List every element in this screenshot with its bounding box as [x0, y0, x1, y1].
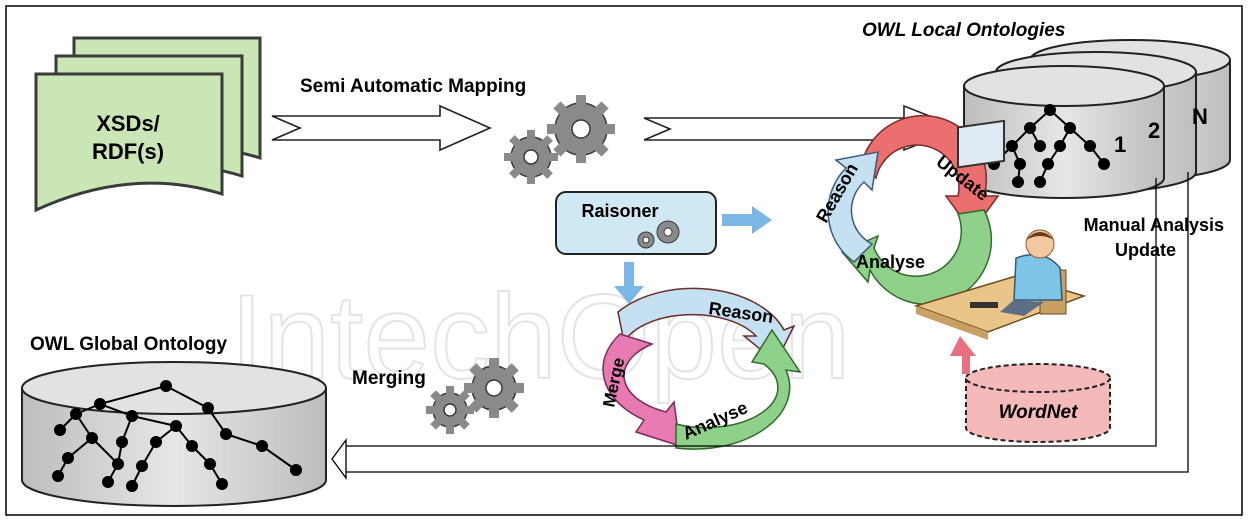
local-ontology-tree-icon	[988, 104, 1110, 188]
global-ontology-title: OWL Global Ontology	[30, 334, 227, 355]
manual-label-1: Manual Analysis	[1084, 215, 1224, 235]
analyse-arrow-segment	[840, 209, 993, 306]
return-line-inner	[346, 178, 1157, 447]
wordnet-db	[965, 363, 1111, 443]
mapping-input-arrow	[271, 104, 492, 152]
manual-label-2: Update	[1115, 240, 1176, 260]
reason-arrow-segment	[827, 151, 879, 263]
return-arrow-head	[331, 438, 347, 480]
documents-label-2: RDF(s)	[92, 139, 164, 164]
global-ontology-db	[21, 361, 327, 507]
merge-cycle	[602, 287, 802, 450]
xsd-rdf-documents	[34, 36, 262, 213]
merge-reason-segment	[617, 287, 796, 364]
merging-label: Merging	[352, 368, 426, 389]
wordnet-label: WordNet	[999, 402, 1078, 423]
local-ontology-label-2: 2	[1148, 118, 1160, 143]
mapping-label: Semi Automatic Mapping	[300, 76, 526, 97]
global-ontology-tree-icon	[52, 380, 302, 492]
local-ontologies-title: OWL Local Ontologies	[862, 20, 1065, 41]
update-cycle-analyse: Analyse	[856, 252, 925, 272]
reasoner-to-merge-arrow	[614, 262, 644, 304]
merge-merge-segment	[602, 333, 681, 448]
return-line-outer	[346, 172, 1189, 473]
reasoner-to-update-arrow	[722, 206, 772, 234]
wordnet-to-person-arrow	[950, 336, 976, 374]
mapping-gears-icon	[504, 95, 615, 184]
reasoner-label: Raisoner	[581, 201, 658, 221]
merging-gears-icon	[426, 358, 524, 434]
person-at-computer-icon	[913, 119, 1087, 340]
local-ontology-label-1: 1	[1114, 132, 1126, 157]
documents-label-1: XSDs/	[96, 111, 160, 136]
local-ontology-label-n: N	[1192, 104, 1208, 129]
merge-analyse-segment	[675, 328, 802, 450]
outer-frame	[5, 5, 1243, 516]
reasoner-gears-icon	[637, 220, 680, 249]
